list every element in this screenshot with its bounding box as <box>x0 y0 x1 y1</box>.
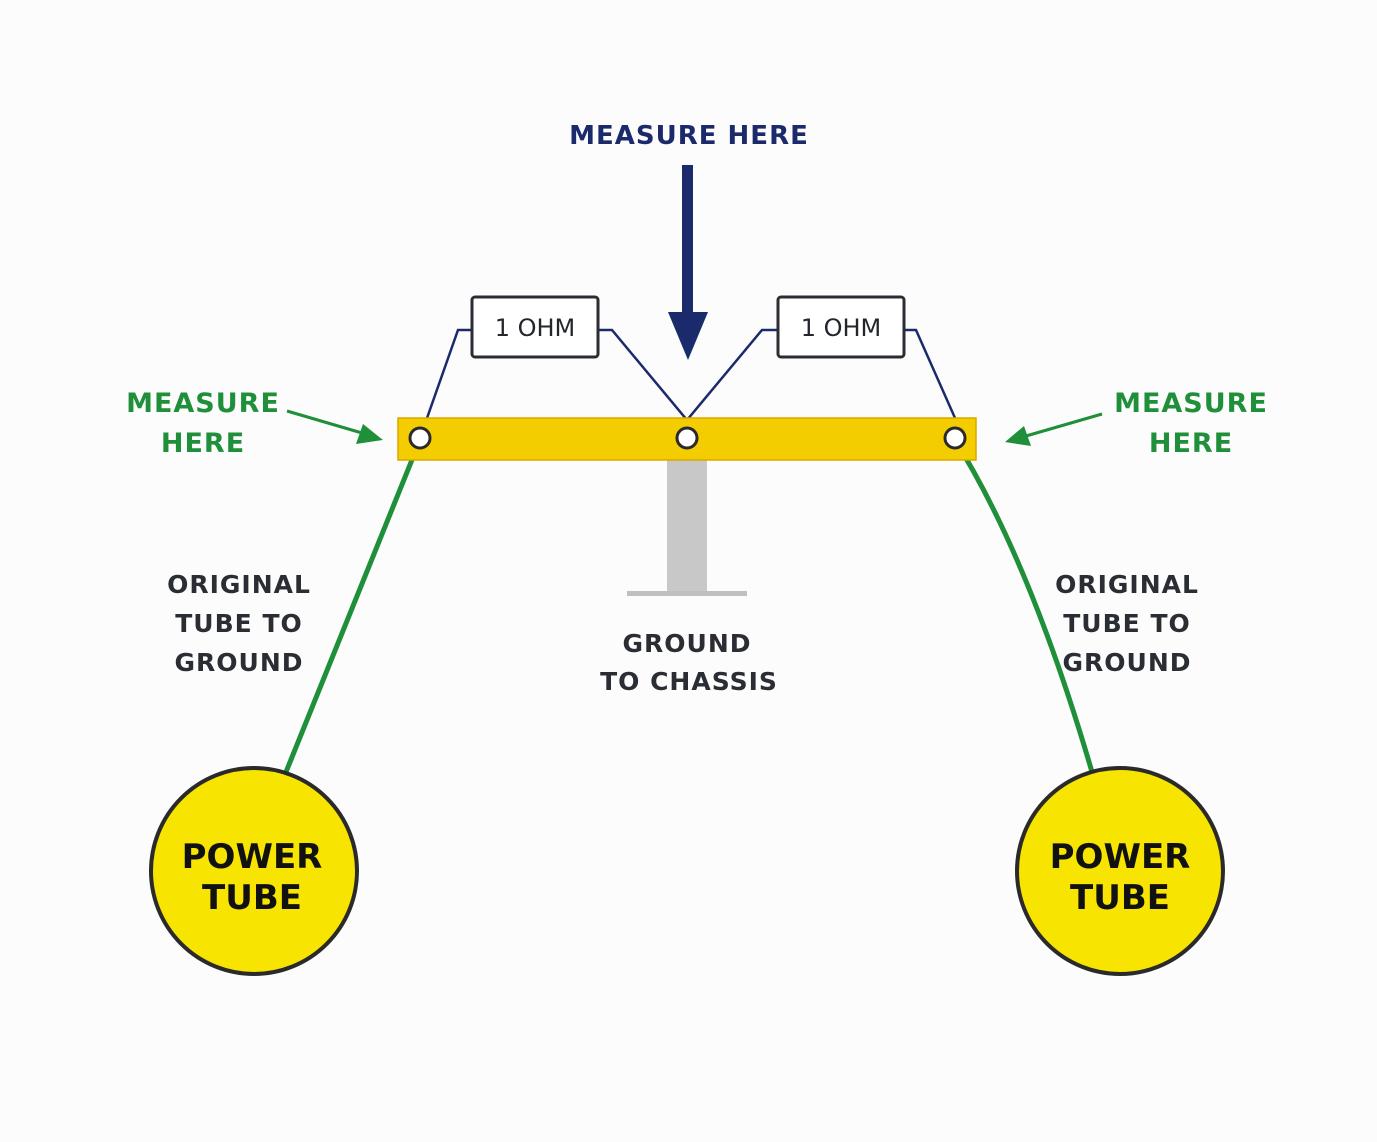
power-tube-right: POWER TUBE <box>1015 766 1225 976</box>
svg-text:TUBE TO: TUBE TO <box>1063 609 1191 638</box>
wire-right-tube <box>952 438 1095 773</box>
power-tube-right-line1: POWER <box>1050 837 1191 877</box>
original-left-label: ORIGINAL TUBE TO GROUND <box>167 570 311 677</box>
arrow-diagonal-right-icon <box>1005 412 1103 446</box>
resistor-right-label: 1 OHM <box>801 314 882 342</box>
ground-post <box>667 460 707 592</box>
power-tube-right-line2: TUBE <box>1070 878 1170 918</box>
measure-left-line2: HERE <box>161 428 245 459</box>
svg-text:TUBE TO: TUBE TO <box>175 609 303 638</box>
connection-point-left <box>408 426 432 450</box>
connection-point-right <box>943 426 967 450</box>
resistor-left: 1 OHM <box>470 295 600 359</box>
ground-to-chassis-label: GROUND TO CHASSIS <box>600 629 778 696</box>
wire-left-tube <box>283 439 423 773</box>
svg-text:GROUND: GROUND <box>623 629 752 658</box>
arrow-diagonal-left-icon <box>286 409 383 444</box>
resistor-right: 1 OHM <box>776 295 906 359</box>
chassis-base-line <box>627 591 747 596</box>
measure-right-line1: MEASURE <box>1114 388 1268 419</box>
svg-text:TO CHASSIS: TO CHASSIS <box>600 667 778 696</box>
original-right-label: ORIGINAL TUBE TO GROUND <box>1055 570 1199 677</box>
svg-text:GROUND: GROUND <box>175 648 304 677</box>
svg-text:ORIGINAL: ORIGINAL <box>167 570 311 599</box>
power-tube-left: POWER TUBE <box>149 766 359 976</box>
measure-left-line1: MEASURE <box>126 388 280 419</box>
power-tube-left-line1: POWER <box>182 837 323 877</box>
resistor-left-label: 1 OHM <box>495 314 576 342</box>
power-tube-left-line2: TUBE <box>202 878 302 918</box>
measure-here-top-label: MEASURE HERE <box>569 121 809 151</box>
svg-text:GROUND: GROUND <box>1063 648 1192 677</box>
arrow-down-icon <box>668 165 708 360</box>
connection-point-center <box>675 426 699 450</box>
svg-text:ORIGINAL: ORIGINAL <box>1055 570 1199 599</box>
measure-right-line2: HERE <box>1149 428 1233 459</box>
